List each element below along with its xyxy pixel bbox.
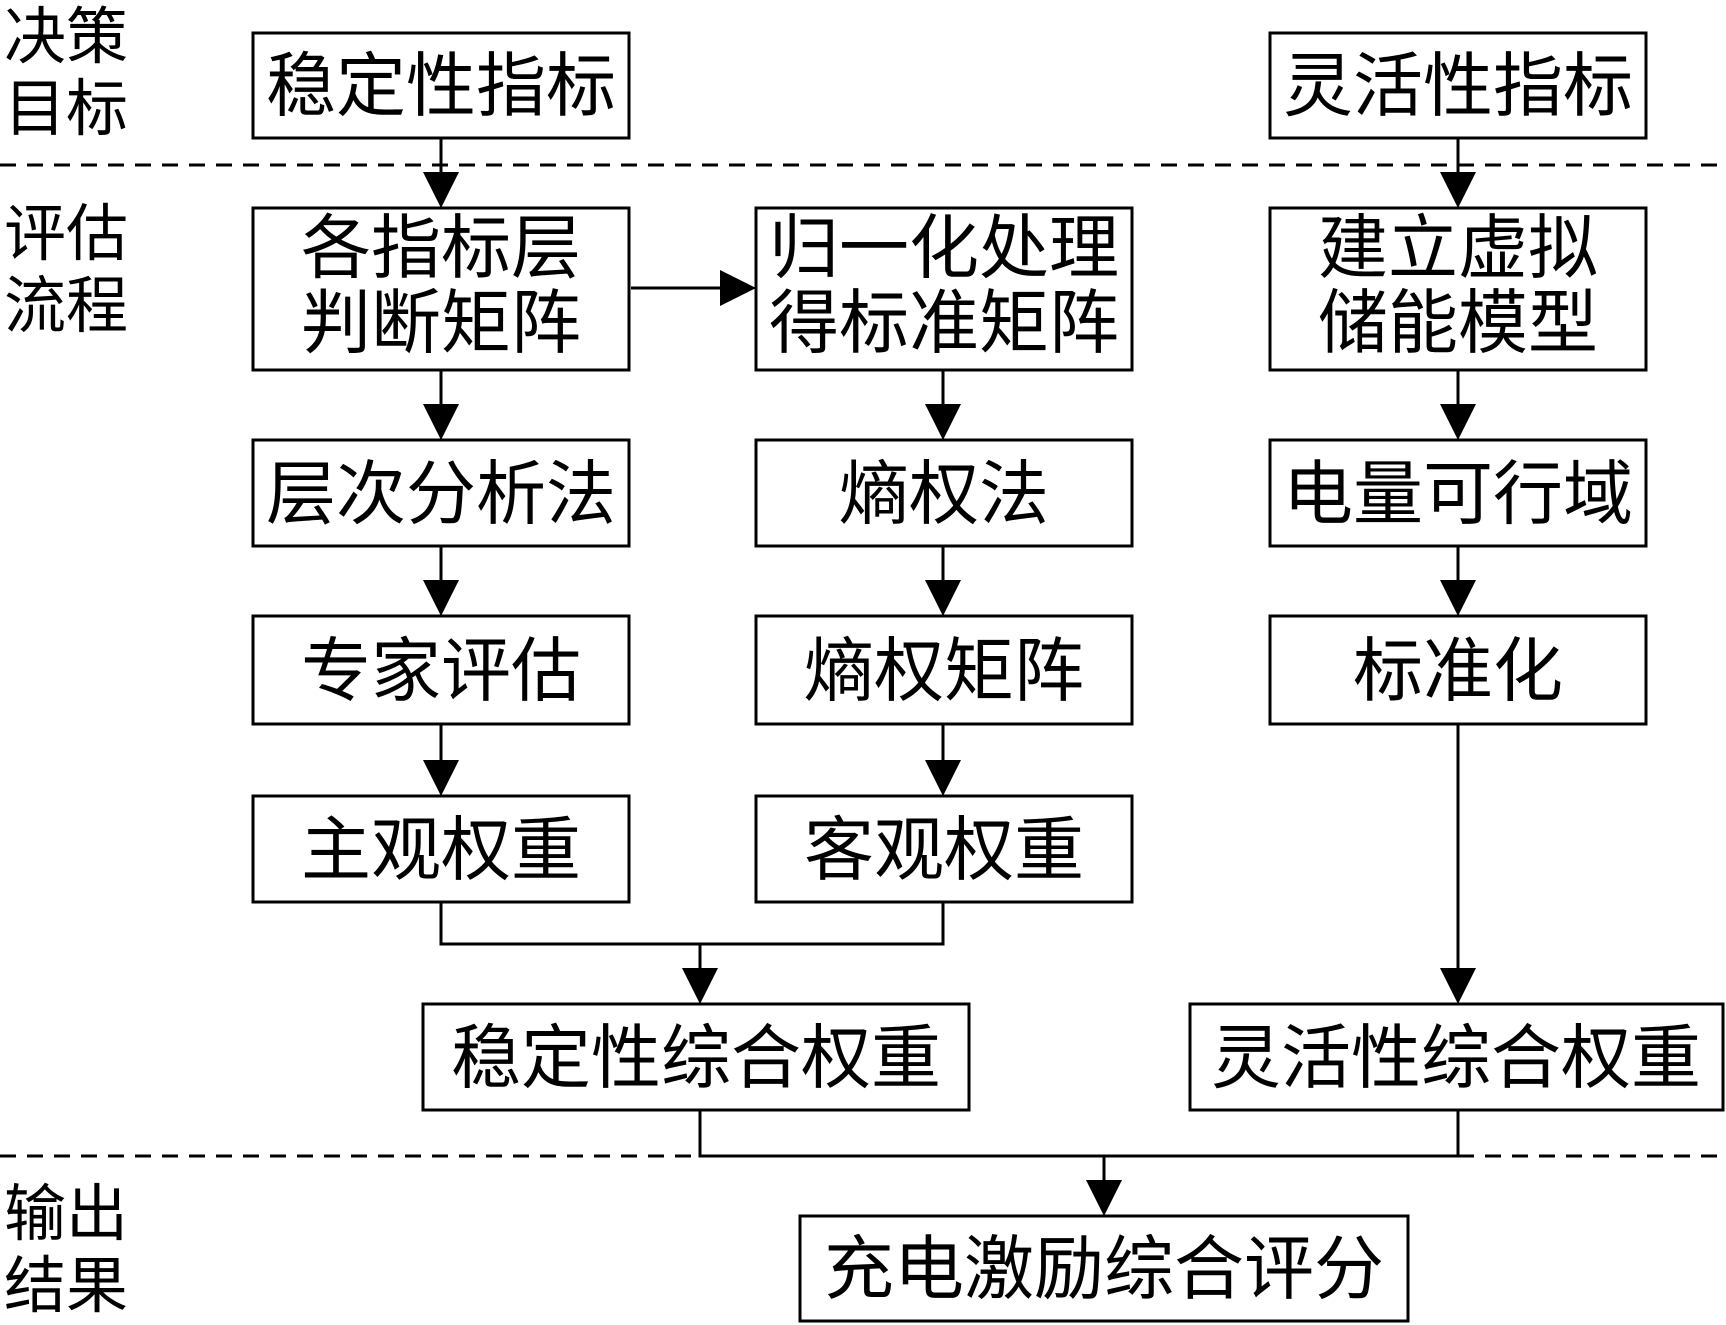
arrowhead bbox=[925, 580, 961, 616]
node-label: 充电激励综合评分 bbox=[824, 1228, 1384, 1310]
section-label-line: 输出 bbox=[4, 1177, 128, 1250]
node-label: 层次分析法 bbox=[266, 453, 616, 535]
node-normalization: 归一化处理 得标准矩阵 bbox=[754, 206, 1134, 372]
node-stability-index: 稳定性指标 bbox=[251, 31, 631, 140]
node-flexibility-index: 灵活性指标 bbox=[1268, 31, 1648, 140]
node-entropy-method: 熵权法 bbox=[754, 438, 1134, 548]
node-judgment-matrix: 各指标层 判断矩阵 bbox=[251, 206, 631, 372]
node-objective-weight: 客观权重 bbox=[754, 794, 1134, 904]
node-label: 电量可行域 bbox=[1283, 453, 1633, 535]
node-feasible-region: 电量可行域 bbox=[1268, 438, 1648, 548]
node-label: 得标准矩阵 bbox=[769, 282, 1119, 364]
arrowhead bbox=[925, 760, 961, 796]
connectors bbox=[423, 138, 1476, 1216]
node-charging-incentive-score: 充电激励综合评分 bbox=[798, 1214, 1410, 1323]
node-label: 客观权重 bbox=[804, 809, 1084, 891]
node-label: 熵权矩阵 bbox=[804, 630, 1084, 712]
arrowhead bbox=[925, 404, 961, 440]
node-flexibility-composite-weight: 灵活性综合权重 bbox=[1188, 1002, 1725, 1112]
section-output-result: 输出 结果 bbox=[4, 1177, 128, 1322]
arrowhead bbox=[423, 404, 459, 440]
arrowhead bbox=[682, 968, 718, 1004]
node-label: 主观权重 bbox=[301, 809, 581, 891]
section-label-line: 流程 bbox=[4, 269, 128, 342]
section-evaluation-process: 评估 流程 bbox=[4, 197, 128, 342]
section-decision-goal: 决策 目标 bbox=[4, 0, 128, 145]
arrowhead bbox=[423, 580, 459, 616]
node-label: 判断矩阵 bbox=[301, 282, 581, 364]
node-label: 储能模型 bbox=[1318, 282, 1598, 364]
node-entropy-matrix: 熵权矩阵 bbox=[754, 614, 1134, 726]
node-expert-eval: 专家评估 bbox=[251, 614, 631, 726]
node-label: 标准化 bbox=[1353, 630, 1563, 712]
node-label: 归一化处理 bbox=[769, 207, 1119, 289]
node-label: 稳定性指标 bbox=[266, 45, 616, 127]
node-standardization: 标准化 bbox=[1268, 614, 1648, 726]
edge-composites-merge bbox=[698, 1110, 1460, 1158]
arrowhead bbox=[1440, 172, 1476, 208]
arrowhead bbox=[720, 270, 756, 306]
arrowhead bbox=[423, 172, 459, 208]
node-label: 熵权法 bbox=[839, 453, 1049, 535]
arrowhead bbox=[1086, 1180, 1122, 1216]
node-subjective-weight: 主观权重 bbox=[251, 794, 631, 904]
section-label-line: 结果 bbox=[4, 1249, 128, 1322]
edge-weights-merge bbox=[439, 902, 945, 946]
node-label: 建立虚拟 bbox=[1318, 207, 1598, 289]
arrowhead bbox=[1440, 968, 1476, 1004]
node-label: 各指标层 bbox=[301, 207, 581, 289]
arrowhead bbox=[1440, 404, 1476, 440]
node-stability-composite-weight: 稳定性综合权重 bbox=[421, 1002, 971, 1112]
node-label: 灵活性综合权重 bbox=[1211, 1017, 1701, 1099]
arrowhead bbox=[423, 760, 459, 796]
node-label: 稳定性综合权重 bbox=[451, 1017, 941, 1099]
node-label: 专家评估 bbox=[301, 630, 581, 712]
section-label-line: 决策 bbox=[4, 0, 128, 73]
node-ahp: 层次分析法 bbox=[251, 438, 631, 548]
arrowhead bbox=[1440, 580, 1476, 616]
section-label-line: 目标 bbox=[4, 72, 128, 145]
node-virtual-storage-model: 建立虚拟 储能模型 bbox=[1268, 206, 1648, 372]
node-label: 灵活性指标 bbox=[1283, 45, 1633, 127]
section-label-line: 评估 bbox=[4, 197, 128, 270]
